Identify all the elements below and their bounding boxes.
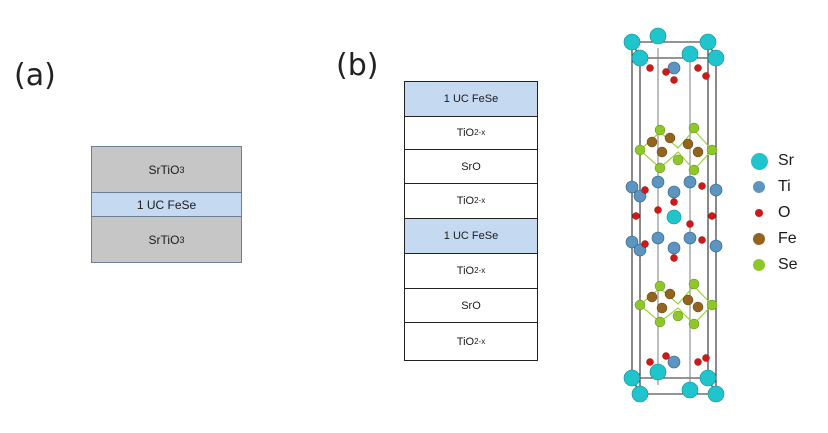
sr-atoms <box>623 27 725 403</box>
fe-atom-icon <box>753 233 765 245</box>
panel-b-layer-3: SrO <box>404 150 538 184</box>
ti-atom-icon <box>753 181 765 193</box>
atom-legend: Sr Ti O Fe Se <box>751 148 798 278</box>
ti-atoms <box>625 61 723 369</box>
o-atom-icon <box>755 209 763 217</box>
legend-item-se: Se <box>751 252 798 278</box>
legend-item-sr: Sr <box>751 148 798 174</box>
se-atom-icon <box>753 259 765 271</box>
se-atoms <box>634 122 718 330</box>
legend-item-ti: Ti <box>751 174 798 200</box>
legend-item-o: O <box>751 200 798 226</box>
panel-a-layer-middle: 1 UC FeSe <box>91 193 242 217</box>
panel-b-layer-1: 1 UC FeSe <box>404 81 538 117</box>
unit-cell-frame <box>631 41 717 395</box>
o-atoms <box>632 64 716 366</box>
legend-item-fe: Fe <box>751 226 798 252</box>
crystal-structure-model <box>623 27 725 403</box>
panel-b-label: (b) <box>336 48 379 83</box>
panel-a-label: (a) <box>14 58 56 93</box>
sr-atom-icon <box>751 152 768 170</box>
panel-b-layer-7: SrO <box>404 289 538 323</box>
fe-atoms <box>646 132 704 314</box>
panel-b-layer-5: 1 UC FeSe <box>404 219 538 254</box>
